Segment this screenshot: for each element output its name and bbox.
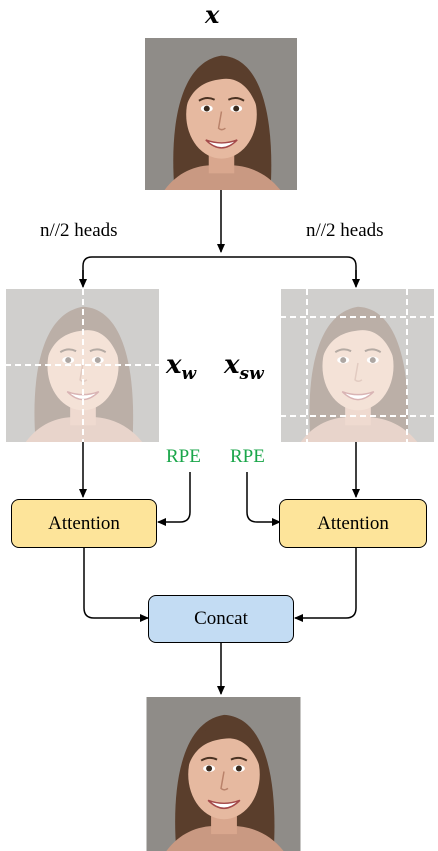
left-rpe-label: RPE: [166, 446, 201, 467]
left-attention-block: Attention: [11, 499, 157, 548]
input-var-label: x: [205, 0, 220, 29]
shifted-window-face-image: [280, 289, 435, 442]
window-var-subscript: w: [181, 364, 197, 385]
right-heads-label: n//2 heads: [306, 220, 384, 241]
shifted-window-var-label: xsw: [224, 350, 264, 385]
concat-block: Concat: [148, 595, 294, 643]
window-face-image: [5, 289, 160, 442]
left-heads-label: n//2 heads: [40, 220, 118, 241]
shifted-window-var-subscript: sw: [239, 364, 264, 385]
right-rpe-label: RPE: [230, 446, 265, 467]
output-face-image: [146, 697, 301, 851]
right-attention-block: Attention: [279, 499, 427, 548]
right-attention-label: Attention: [317, 512, 389, 534]
window-var-label: xw: [166, 350, 197, 385]
left-attention-label: Attention: [48, 512, 120, 534]
concat-label: Concat: [194, 608, 248, 629]
